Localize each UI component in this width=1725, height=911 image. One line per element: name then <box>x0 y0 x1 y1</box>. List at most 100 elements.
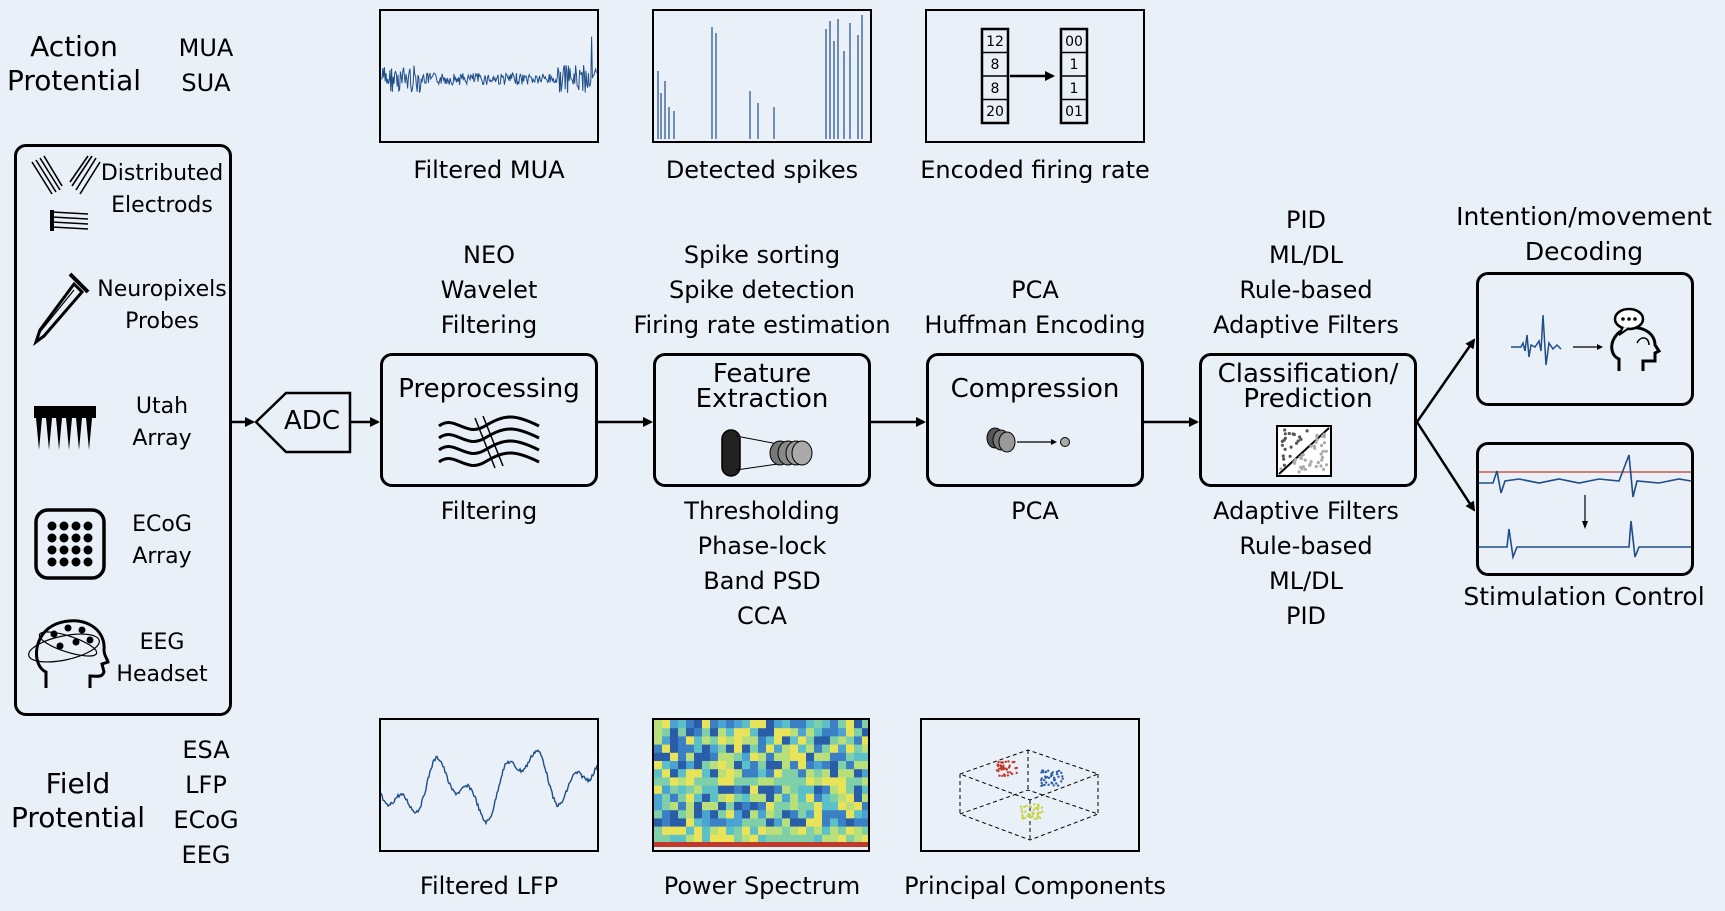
spectrum-cell <box>750 834 759 844</box>
spectrum-cell <box>766 802 775 811</box>
spectrum-cell <box>734 785 743 795</box>
scatter-point <box>1283 432 1287 436</box>
pc-point <box>1044 781 1048 784</box>
spectrum-cell <box>718 785 727 795</box>
spectrum-cell <box>686 720 695 729</box>
pc-point <box>1055 782 1058 785</box>
stimulation-output-panel <box>1476 442 1694 576</box>
spectrum-cell <box>862 802 868 811</box>
spectrum-cell <box>862 752 868 762</box>
spectrum-cell <box>742 736 751 745</box>
spectrum-cell <box>846 769 855 778</box>
spectrum-cell <box>718 769 727 778</box>
spectrum-cell <box>718 728 727 737</box>
spectrum-cell <box>662 785 671 795</box>
spectrum-cell <box>742 810 751 819</box>
spectrum-cell <box>694 761 703 770</box>
spectrum-cell <box>830 744 839 754</box>
spectrum-cell <box>862 720 868 729</box>
scatter-point <box>1303 467 1307 471</box>
spectrum-cell <box>854 744 863 754</box>
spectrum-cell <box>790 728 799 737</box>
stage-preprocessing: Preprocessing <box>380 353 598 487</box>
scatter-point <box>1283 436 1287 440</box>
spectrum-cell <box>798 777 807 786</box>
encoded-output-value: 01 <box>1065 104 1083 120</box>
spectrum-cell <box>782 728 791 737</box>
spectrum-cell <box>766 720 775 729</box>
pc-point <box>1047 776 1051 780</box>
spectrum-cell <box>758 785 767 795</box>
spectrum-cell <box>822 736 831 745</box>
spectrum-cell <box>798 752 807 762</box>
spectrum-cell <box>846 810 855 819</box>
spectrum-cell <box>734 736 743 745</box>
spectrum-cell <box>694 793 703 803</box>
spectrum-cell <box>766 777 775 786</box>
spectrum-cell <box>654 728 663 737</box>
spectrum-cell <box>822 785 831 795</box>
preprocessing-bottom-methods: Filtering <box>440 497 538 525</box>
spectrum-cell <box>830 802 839 811</box>
spectrum-cell <box>830 736 839 745</box>
spectrum-cell <box>862 761 868 770</box>
pc-point <box>1020 808 1023 811</box>
pc-point <box>1021 816 1024 819</box>
pc-point <box>1057 769 1061 773</box>
spectrum-cell <box>670 769 679 778</box>
spectrum-cell <box>710 720 719 729</box>
pc-point <box>1052 784 1055 787</box>
spectrum-cell <box>766 761 775 770</box>
spectrum-cell <box>654 761 663 770</box>
spectrum-cell <box>806 818 815 827</box>
spectrum-cell <box>774 818 783 827</box>
spectrum-cell <box>846 728 855 737</box>
spectrum-cell <box>742 785 751 795</box>
spectrum-cell <box>782 802 791 811</box>
spectrum-cell <box>862 736 868 745</box>
spectrum-cell <box>694 777 703 786</box>
spectrum-cell <box>814 793 823 803</box>
spectrum-cell <box>734 744 743 754</box>
scatter-point <box>1314 464 1318 469</box>
filtered-lfp-panel <box>379 718 599 852</box>
pc-point <box>1057 775 1060 778</box>
spectrum-cell <box>670 752 679 762</box>
spectrum-cell <box>774 752 783 762</box>
spectrum-cell <box>854 826 863 836</box>
spectrum-cell <box>718 736 727 745</box>
spectrum-cell <box>734 834 743 844</box>
spectrum-cell <box>694 752 703 762</box>
spectrum-cell <box>710 777 719 786</box>
spectrum-cell <box>718 744 727 754</box>
pc-point <box>1051 782 1054 785</box>
spectrum-cell <box>814 802 823 811</box>
spectrum-cell <box>662 777 671 786</box>
spectrum-cell <box>838 802 847 811</box>
spectrum-cell <box>702 802 711 811</box>
spectrum-cell <box>846 777 855 786</box>
encoded-input-value: 20 <box>986 104 1004 120</box>
spectrum-cell <box>734 793 743 803</box>
encoding-table: 12 8 8 20 00 1 1 01 <box>980 27 1089 125</box>
pc-point <box>1027 814 1030 817</box>
spectrum-cell <box>710 728 719 737</box>
spectrum-cell <box>678 802 687 811</box>
spectrum-cell <box>830 769 839 778</box>
pc-point <box>1060 780 1063 783</box>
pc-point <box>1036 811 1040 815</box>
spectrum-cell <box>766 826 775 836</box>
spectrum-cell <box>758 802 767 811</box>
spectrum-cell <box>782 769 791 778</box>
spectrum-cell <box>654 793 663 803</box>
spectrum-cell <box>838 793 847 803</box>
spectrum-cell <box>846 818 855 827</box>
scatter-point <box>1282 463 1286 467</box>
spectrum-cell <box>838 769 847 778</box>
spectrum-cell <box>718 720 727 729</box>
scatter-point <box>1324 449 1328 453</box>
